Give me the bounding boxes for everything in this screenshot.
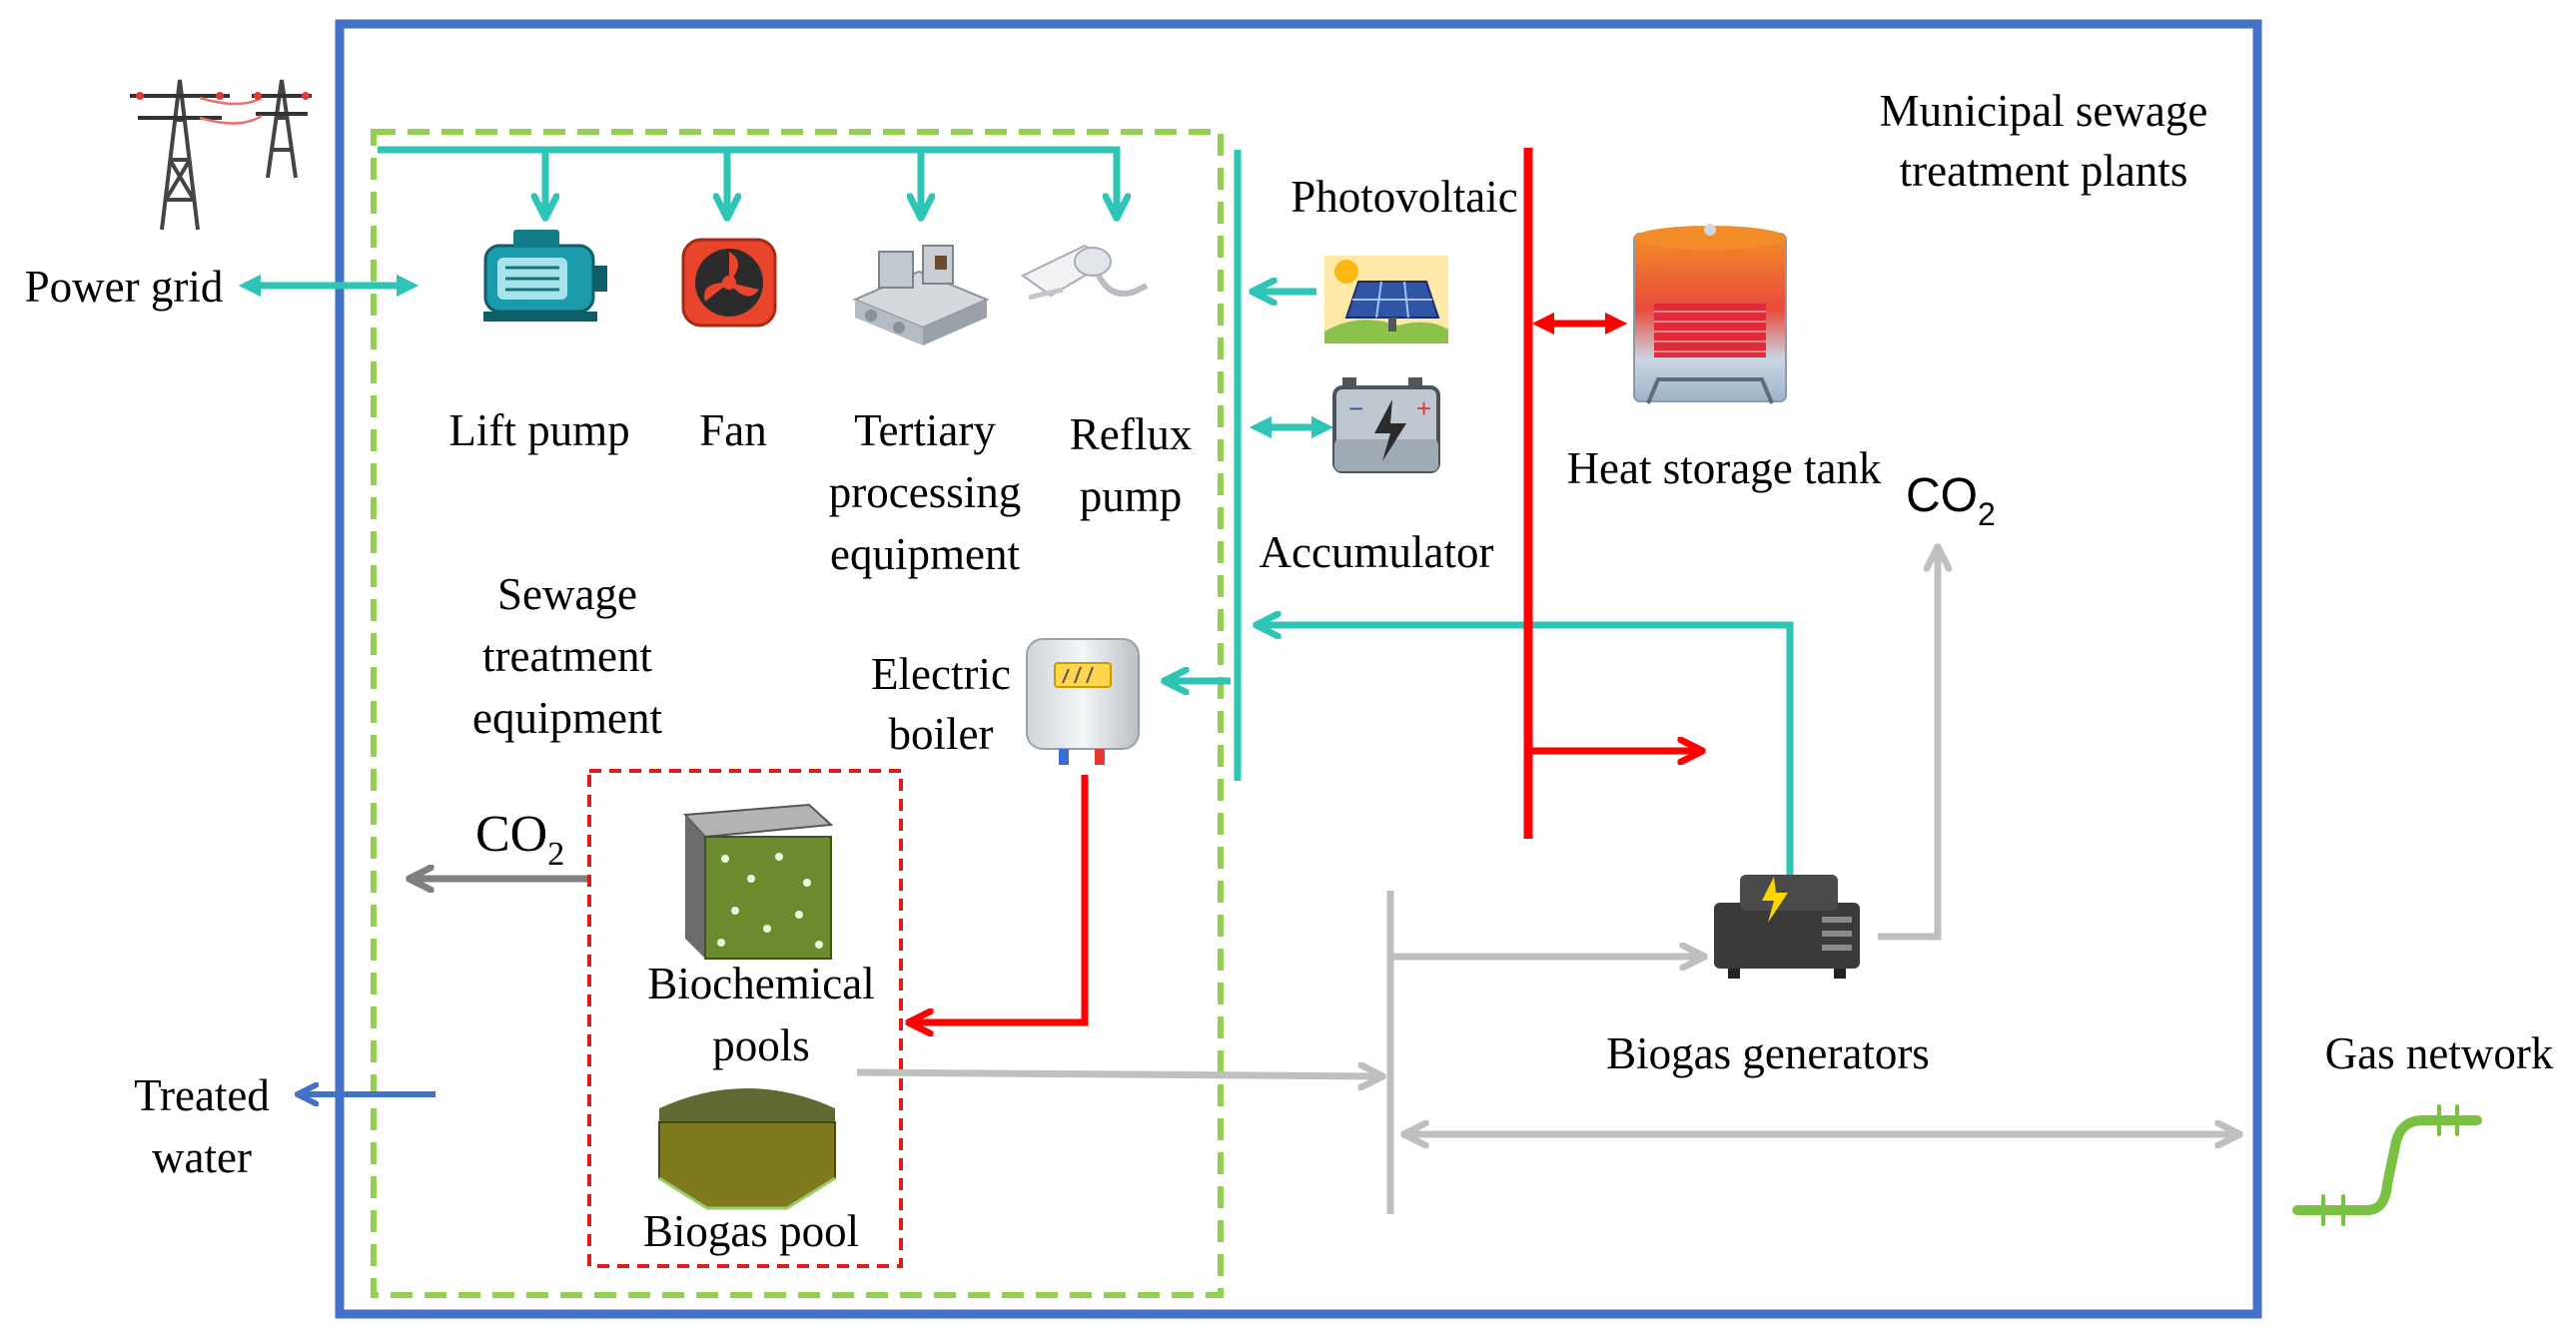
transmission-tower-icon — [130, 79, 312, 231]
lift-pump-label: Lift pump — [448, 405, 629, 455]
treated-water-label-line-2: water — [152, 1132, 252, 1182]
anaerobic-section-boundary — [587, 769, 903, 1268]
electric-boiler-label-line-2: boiler — [889, 709, 994, 759]
generator-icon — [1714, 875, 1860, 979]
co2-top-label: CO2 — [1906, 469, 1996, 532]
biochemical-pools-label-line-1: Biochemical — [647, 959, 874, 1008]
battery-icon: − + — [1332, 377, 1440, 473]
electric-boiler-label-line-1: Electric — [871, 649, 1011, 699]
reflux-pump-label-line-1: Reflux — [1070, 409, 1192, 459]
svg-text:+: + — [1416, 393, 1431, 423]
heat-flows — [911, 148, 1700, 1022]
municipal-plant-label-line-1: Municipal sewage — [1880, 86, 2208, 136]
biogas-supply-arrow — [856, 1072, 1380, 1076]
biogas-generators-label: Biogas generators — [1606, 1028, 1930, 1078]
biochemical-pool-icon — [682, 803, 834, 960]
generator-co2-arrow — [1878, 549, 1938, 941]
gas-flows — [856, 549, 2237, 1214]
sewage-equipment-label-line-2: treatment — [482, 631, 652, 681]
tertiary-label-line-3: equipment — [830, 529, 1020, 579]
reflux-pump-icon — [1021, 244, 1149, 301]
boiler-heat-line — [911, 775, 1089, 1022]
gas-pipe-icon — [2292, 1104, 2482, 1226]
fan-label: Fan — [699, 405, 767, 455]
biogas-pool-icon — [658, 1088, 836, 1210]
electric-boiler-icon — [1026, 638, 1140, 765]
accumulator-label: Accumulator — [1260, 527, 1494, 577]
municipal-plant-label-line-2: treatment plants — [1900, 146, 2188, 196]
sewage-equipment-label-line-1: Sewage — [497, 569, 637, 619]
motor-pump-icon — [483, 230, 607, 322]
load-bus-line — [378, 146, 1121, 168]
power-grid-label: Power grid — [25, 262, 224, 312]
svg-text:−: − — [1348, 393, 1363, 423]
sewage-treatment-boundary — [371, 129, 1224, 1298]
biochemical-pools-label-line-2: pools — [712, 1020, 810, 1070]
co2-left-label: CO2 — [475, 806, 564, 873]
reflux-pump-label-line-2: pump — [1080, 471, 1183, 521]
treated-water-label-line-1: Treated — [134, 1070, 270, 1120]
sewage-equipment-label-line-3: equipment — [472, 693, 662, 743]
generator-electric-line — [1259, 625, 1794, 875]
tertiary-label-line-2: processing — [829, 467, 1021, 517]
fan-icon — [681, 238, 777, 328]
photovoltaic-label: Photovoltaic — [1290, 172, 1517, 222]
heat-storage-tank-icon — [1633, 224, 1787, 404]
biogas-pool-label: Biogas pool — [643, 1206, 859, 1256]
gas-network-label: Gas network — [2325, 1028, 2554, 1078]
tertiary-label-line-1: Tertiary — [854, 405, 996, 455]
electric-flows — [238, 146, 1794, 875]
solar-panel-icon — [1324, 256, 1448, 343]
heat-storage-tank-label: Heat storage tank — [1567, 443, 1882, 493]
processing-equipment-icon — [852, 245, 990, 345]
municipal-plant-boundary — [335, 19, 2262, 1319]
